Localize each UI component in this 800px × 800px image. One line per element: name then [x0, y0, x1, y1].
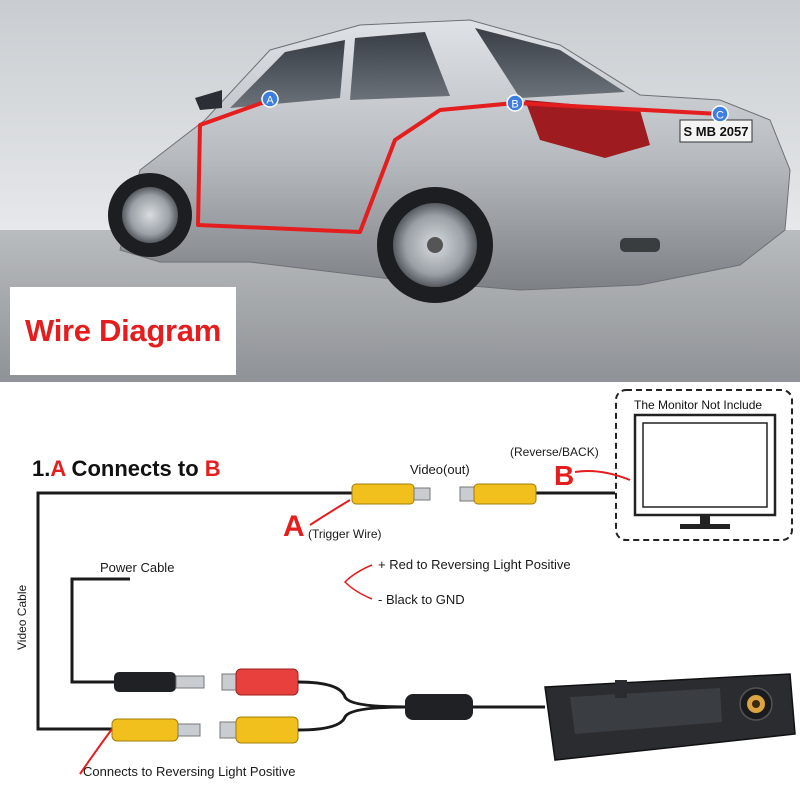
trigger-wire [309, 499, 351, 526]
monitor-screen [642, 422, 768, 508]
heading-b: B [204, 456, 221, 481]
svg-text:C: C [716, 110, 724, 122]
power-cable-wire [70, 577, 130, 684]
svg-text:B: B [511, 99, 518, 111]
b-pointer-wire [574, 470, 631, 481]
rear-windshield [475, 28, 625, 98]
side-mirror [195, 90, 222, 110]
rear-window-side [350, 32, 450, 100]
rca-red-female [221, 668, 299, 696]
heading-middle: Connects to [65, 456, 205, 481]
merge-wire-bottom [297, 705, 406, 732]
wiring-diagram: 1.A Connects to B The Monitor Not Includ… [0, 382, 800, 800]
video-out-label: Video(out) [410, 462, 470, 477]
exhaust [620, 238, 660, 252]
marker-b: B [506, 94, 524, 112]
car-illustration: S MB 2057 A B C [0, 0, 800, 382]
monitor-base [680, 524, 730, 529]
rear-hub [427, 237, 443, 253]
reverse-back-label: (Reverse/BACK) [510, 445, 599, 459]
heading-a: A [50, 456, 66, 481]
rca-yellow-male-bottom [111, 718, 201, 742]
wiring-diagram-graphics [36, 389, 796, 775]
monitor-not-included-label: The Monitor Not Include [634, 398, 763, 412]
cable-junction-box [405, 694, 473, 720]
a-marker-label: A [283, 510, 305, 543]
merge-wire-top [297, 680, 406, 709]
monitor-dashed-box [615, 389, 793, 541]
marker-c: C [711, 105, 729, 123]
heading-number: 1. [32, 456, 51, 481]
rca-yellow-female-bottom [219, 716, 299, 744]
wire-route [196, 98, 721, 234]
trunk-handle-camera [544, 673, 796, 761]
front-window [230, 40, 345, 108]
wire-diagram-title: Wire Diagram [25, 313, 221, 348]
power-split-wires [343, 564, 373, 600]
rca-yellow-male-video-out [351, 483, 431, 505]
car-photo: S MB 2057 A B C [0, 0, 800, 382]
dc-power-plug [114, 672, 205, 692]
power-cable-label: Power Cable [100, 560, 175, 575]
tail-light [525, 100, 650, 158]
connection-heading: 1.A Connects to B [32, 456, 221, 482]
reversing-light-wire [79, 728, 113, 775]
reversing-light-label: Connects to Reversing Light Positive [83, 764, 296, 779]
license-plate-text: S MB 2057 [683, 124, 748, 139]
video-cable-label: Video Cable [15, 584, 29, 650]
wire-diagram-label-box: Wire Diagram [10, 287, 236, 375]
video-cable-wire [36, 491, 352, 731]
svg-text:A: A [266, 95, 274, 107]
monitor-neck [700, 515, 710, 525]
trigger-wire-label: (Trigger Wire) [308, 527, 382, 541]
red-positive-label: + Red to Reversing Light Positive [378, 557, 571, 572]
marker-a: A [261, 90, 279, 108]
black-gnd-label: - Black to GND [378, 592, 465, 607]
rca-yellow-female-video-in [459, 483, 537, 505]
b-marker-label: B [554, 460, 575, 491]
front-rim [122, 187, 178, 243]
